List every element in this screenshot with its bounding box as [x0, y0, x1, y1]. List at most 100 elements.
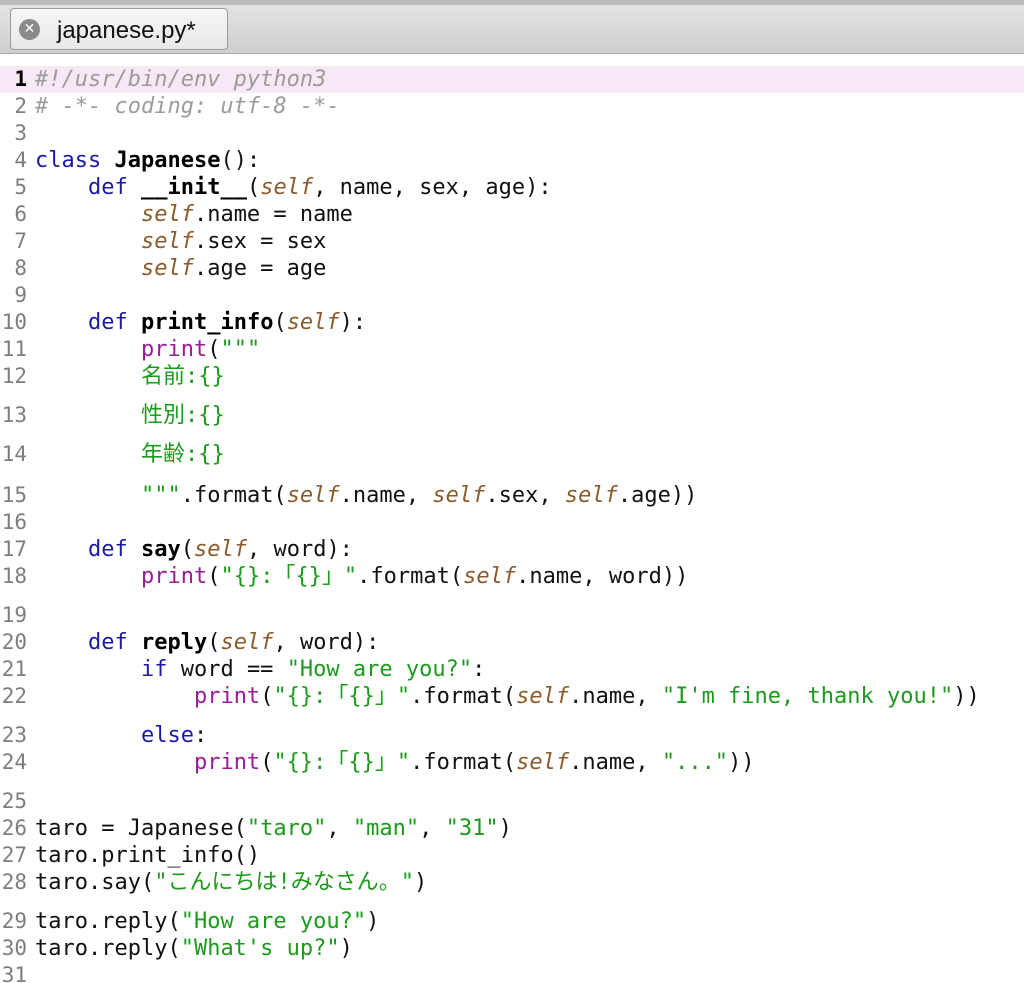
- code-token: self: [260, 175, 314, 200]
- code-line[interactable]: 25: [0, 788, 1024, 815]
- code-token: if: [140, 657, 168, 682]
- code-text[interactable]: print("{}:「{}」".format(self.name, "...")…: [35, 749, 755, 776]
- code-line[interactable]: 23 else:: [0, 722, 1024, 749]
- code-text[interactable]: 名前:{}: [35, 363, 225, 390]
- code-line[interactable]: 8 self.age = age: [0, 255, 1024, 282]
- code-token: """: [220, 337, 261, 362]
- line-number: 4: [14, 148, 27, 172]
- code-line[interactable]: 13 性別:{}: [0, 402, 1024, 429]
- code-text[interactable]: class Japanese():: [35, 147, 260, 174]
- code-token: [35, 442, 141, 467]
- code-token: self: [140, 256, 194, 281]
- code-line[interactable]: 6 self.name = name: [0, 201, 1024, 228]
- code-token: ,: [419, 816, 446, 841]
- code-text[interactable]: self.sex = sex: [35, 228, 326, 255]
- code-line[interactable]: 20 def reply(self, word):: [0, 629, 1024, 656]
- code-token: .format(: [180, 483, 287, 508]
- code-token: taro.reply(: [35, 909, 181, 934]
- code-token: (: [260, 684, 274, 709]
- code-token: "{}:「{}」": [273, 684, 411, 709]
- code-text[interactable]: taro.reply("How are you?"): [35, 908, 379, 935]
- code-line[interactable]: 16: [0, 509, 1024, 536]
- code-token: "taro": [246, 816, 327, 841]
- code-token: )): [728, 750, 755, 775]
- code-token: print_info: [140, 310, 274, 335]
- code-text[interactable]: 性別:{}: [35, 402, 225, 429]
- code-token: [35, 229, 141, 254]
- code-text[interactable]: if word == "How are you?":: [35, 656, 485, 683]
- code-token: [35, 630, 88, 655]
- code-text[interactable]: """.format(self.name, self.sex, self.age…: [35, 482, 697, 509]
- code-line[interactable]: 7 self.sex = sex: [0, 228, 1024, 255]
- code-text[interactable]: taro.say("こんにちは!みなさん。"): [35, 869, 427, 896]
- code-text[interactable]: taro = Japanese("taro", "man", "31"): [35, 815, 512, 842]
- code-line[interactable]: 2 # -*- coding: utf-8 -*-: [0, 93, 1024, 120]
- code-token: say: [140, 537, 181, 562]
- code-line[interactable]: 15 """.format(self.name, self.sex, self.…: [0, 482, 1024, 509]
- code-line[interactable]: 11 print(""": [0, 336, 1024, 363]
- line-number: 28: [1, 870, 27, 894]
- code-line[interactable]: 3: [0, 120, 1024, 147]
- line-number: 26: [1, 816, 27, 840]
- code-token: "こんにちは!みなさん。": [154, 870, 414, 895]
- code-text[interactable]: def say(self, word):: [35, 536, 353, 563]
- code-token: print: [140, 337, 208, 362]
- code-text[interactable]: 年齢:{}: [35, 441, 225, 468]
- code-line[interactable]: 4 class Japanese():: [0, 147, 1024, 174]
- line-number: 18: [1, 564, 27, 588]
- line-number: 7: [14, 229, 27, 253]
- code-token: [35, 175, 88, 200]
- code-text[interactable]: print("{}:「{}」".format(self.name, "I'm f…: [35, 683, 980, 710]
- code-token: taro.reply(: [35, 936, 181, 961]
- close-icon[interactable]: ✕: [19, 19, 40, 40]
- code-token: class: [35, 148, 102, 173]
- line-number: 27: [1, 843, 27, 867]
- tab-japanese-py[interactable]: ✕ japanese.py*: [10, 8, 228, 50]
- code-line[interactable]: 21 if word == "How are you?":: [0, 656, 1024, 683]
- code-token: (: [207, 630, 221, 655]
- code-line[interactable]: 17 def say(self, word):: [0, 536, 1024, 563]
- code-line[interactable]: 12 名前:{}: [0, 363, 1024, 390]
- line-number: 21: [1, 657, 27, 681]
- code-text[interactable]: def __init__(self, name, sex, age):: [35, 174, 552, 201]
- code-line[interactable]: 19: [0, 602, 1024, 629]
- code-line[interactable]: 22 print("{}:「{}」".format(self.name, "I'…: [0, 683, 1024, 710]
- code-line[interactable]: 26 taro = Japanese("taro", "man", "31"): [0, 815, 1024, 842]
- code-line[interactable]: 10 def print_info(self):: [0, 309, 1024, 336]
- code-line[interactable]: 18 print("{}:「{}」".format(self.name, wor…: [0, 563, 1024, 590]
- code-text[interactable]: def print_info(self):: [35, 309, 366, 336]
- code-line[interactable]: 1#!/usr/bin/env python3: [0, 66, 1024, 93]
- code-token: self: [286, 483, 340, 508]
- code-token: [35, 723, 141, 748]
- code-token: [101, 148, 114, 173]
- code-token: .name,: [569, 750, 662, 775]
- code-token: 性別:{}: [140, 403, 225, 428]
- code-line[interactable]: 24 print("{}:「{}」".format(self.name, "..…: [0, 749, 1024, 776]
- code-text[interactable]: def reply(self, word):: [35, 629, 379, 656]
- line-number: 2: [14, 94, 27, 118]
- code-text[interactable]: else:: [35, 722, 207, 749]
- code-text[interactable]: print("{}:「{}」".format(self.name, word)): [35, 563, 688, 590]
- code-token: [35, 403, 141, 428]
- code-text[interactable]: #!/usr/bin/env python3: [35, 66, 326, 93]
- code-text[interactable]: taro.print_info(): [35, 842, 260, 869]
- code-text[interactable]: self.name = name: [35, 201, 353, 228]
- code-line[interactable]: 9: [0, 282, 1024, 309]
- line-number: 23: [1, 723, 27, 747]
- code-line[interactable]: 5 def __init__(self, name, sex, age):: [0, 174, 1024, 201]
- code-line[interactable]: 31: [0, 962, 1024, 983]
- code-text[interactable]: taro.reply("What's up?"): [35, 935, 353, 962]
- code-token: ):: [339, 310, 367, 335]
- code-text[interactable]: self.age = age: [35, 255, 326, 282]
- code-token: .name = name: [193, 202, 353, 227]
- code-text[interactable]: print(""": [35, 336, 260, 363]
- tab-title[interactable]: japanese.py*: [57, 17, 196, 44]
- line-number: 11: [1, 337, 27, 361]
- code-text[interactable]: # -*- coding: utf-8 -*-: [35, 93, 340, 120]
- code-line[interactable]: 27 taro.print_info(): [0, 842, 1024, 869]
- code-line[interactable]: 14 年齢:{}: [0, 441, 1024, 468]
- code-line[interactable]: 28 taro.say("こんにちは!みなさん。"): [0, 869, 1024, 896]
